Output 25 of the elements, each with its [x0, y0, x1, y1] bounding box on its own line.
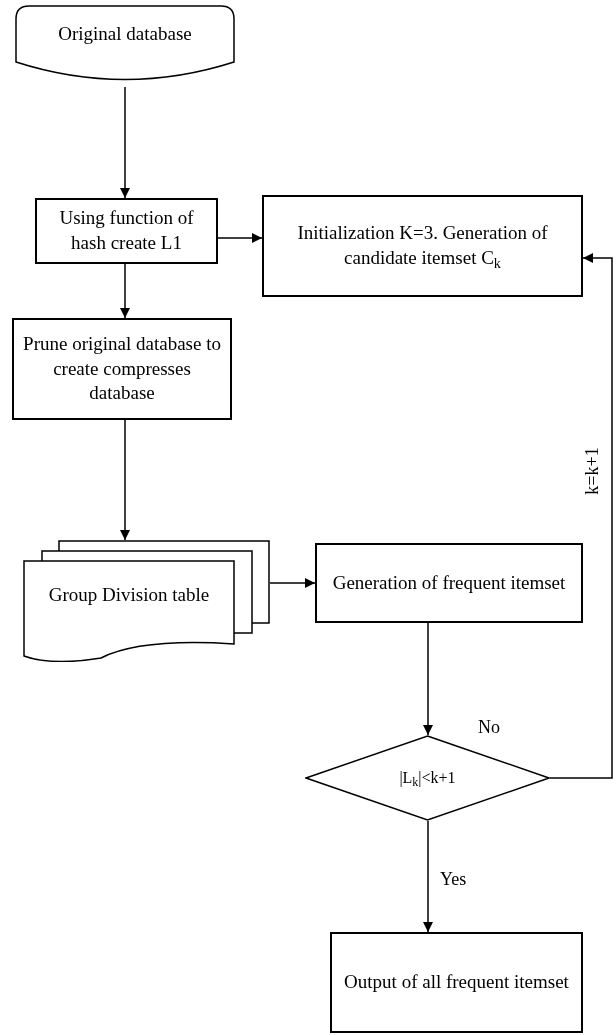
edge-label: No	[478, 718, 500, 736]
arrow	[120, 419, 130, 541]
arrow	[217, 233, 263, 243]
loop-label: k=k+1	[582, 447, 601, 495]
arrow	[120, 86, 130, 199]
edge-label: Yes	[440, 870, 467, 888]
arrow	[423, 820, 433, 933]
process-box	[12, 318, 232, 420]
node-text: Group Division table	[48, 582, 210, 607]
process-box	[330, 932, 583, 1033]
node-text: Original database	[58, 21, 192, 46]
arrow	[120, 263, 130, 319]
arrow	[269, 578, 316, 588]
node-text: Prune original database to create compresses database	[22, 331, 222, 406]
process-box	[315, 543, 583, 623]
node-text: Generation of frequent itemset	[332, 570, 566, 595]
node-text: Initialization K=3. Generation of candidate itemset C$_{k}$	[296, 221, 549, 271]
node-text: |L$_{k}$|<k+1	[399, 767, 456, 789]
process-box	[262, 195, 583, 297]
decision-diamond	[305, 735, 550, 821]
arrow	[423, 622, 433, 736]
process-box	[35, 198, 218, 264]
node-text: Using function of hash create L1	[58, 206, 195, 255]
node-text: Output of all frequent itemset	[344, 970, 569, 995]
arrow	[549, 253, 613, 779]
